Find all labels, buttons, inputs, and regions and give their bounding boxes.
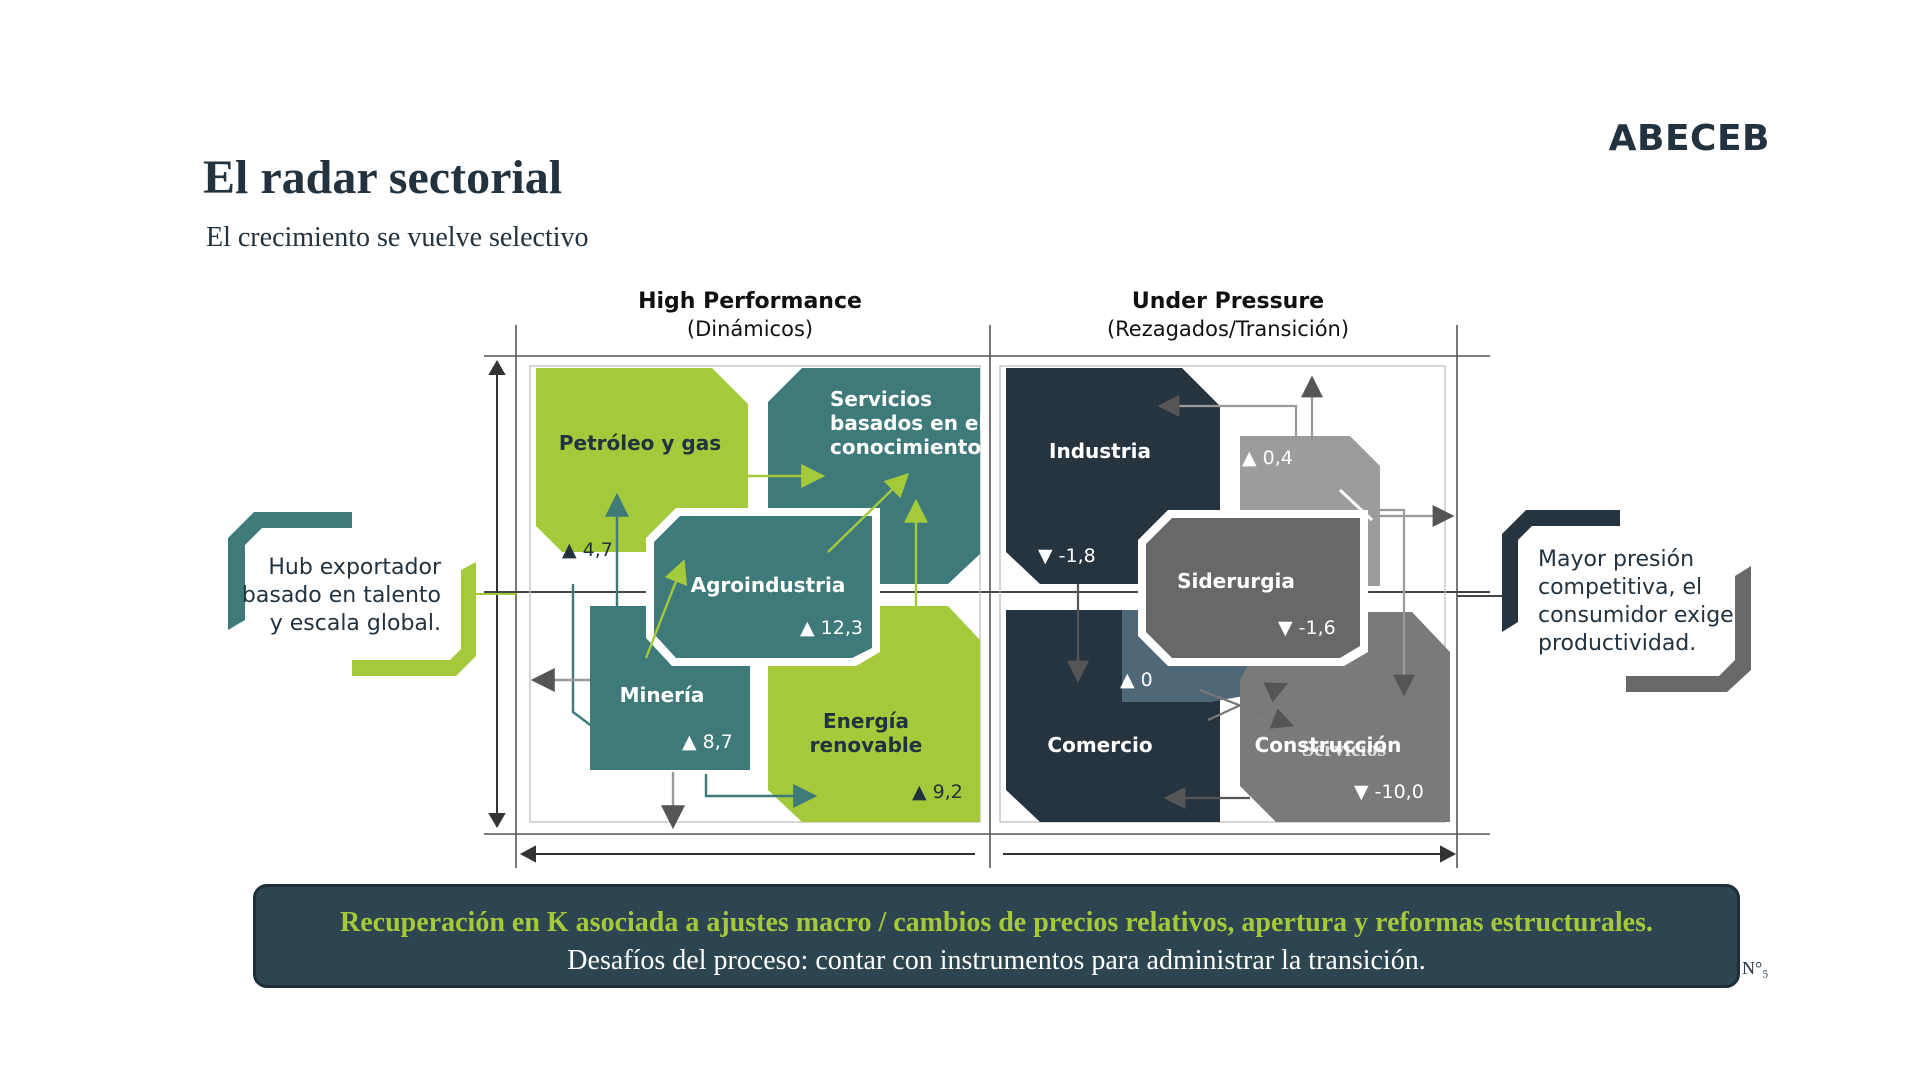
label-energia-2: renovable xyxy=(810,733,923,757)
col-head-under-pressure: Under Pressure xyxy=(1132,289,1324,314)
value-industria: ▼ -1,8 xyxy=(1038,545,1096,567)
label-construccion-overlay: Servicios xyxy=(1302,736,1387,761)
label-servicios-conocimiento-3: conocimiento xyxy=(830,435,981,459)
value-siderurgia: ▼ -1,6 xyxy=(1278,617,1336,639)
banner-subline: Desafíos del proceso: contar con instrum… xyxy=(567,945,1426,976)
label-agroindustria: Agroindustria xyxy=(691,573,846,597)
label-petroleo: Petróleo y gas xyxy=(559,431,721,455)
right-bracket xyxy=(1502,510,1751,692)
label-construccion: Construcción xyxy=(1255,733,1402,757)
brand-logo: ABECEB xyxy=(1608,118,1770,159)
value-mineria: ▲ 8,7 xyxy=(682,731,733,753)
value-agroindustria: ▲ 12,3 xyxy=(800,617,863,639)
right-note-line4: productividad. xyxy=(1538,631,1696,656)
tile-petroleo xyxy=(536,368,748,552)
value-servicios: ▲ 0,4 xyxy=(1242,447,1293,469)
tile-siderurgia xyxy=(1146,518,1360,658)
label-comercio: Comercio xyxy=(1047,733,1152,757)
value-energia: ▲ 9,2 xyxy=(912,781,963,803)
left-arrows xyxy=(530,464,928,830)
col-head-high-performance: High Performance xyxy=(638,289,862,314)
label-industria: Industria xyxy=(1049,439,1151,463)
summary-banner: Recuperación en K asociada a ajustes mac… xyxy=(253,884,1740,988)
right-note-line2: competitiva, el xyxy=(1538,575,1702,600)
right-note-line3: consumidor exige xyxy=(1538,603,1734,628)
page-number: N°₅ xyxy=(1742,958,1769,978)
right-arrows xyxy=(1067,375,1455,809)
tile-agroindustria xyxy=(654,516,872,658)
label-energia-1: Energía xyxy=(823,709,909,733)
value-petroleo: ▲ 4,7 xyxy=(562,539,613,561)
banner-headline: Recuperación en K asociada a ajustes mac… xyxy=(340,907,1653,938)
value-comercio: ▲ 0 xyxy=(1120,669,1153,691)
right-note-line1: Mayor presión xyxy=(1538,547,1694,572)
left-bracket xyxy=(228,512,476,676)
left-note-line2: basado en talento xyxy=(242,583,441,608)
col-head-under-pressure-sub: (Rezagados/Transición) xyxy=(1107,317,1349,341)
label-servicios-conocimiento-1: Servicios xyxy=(830,387,932,411)
page-title: El radar sectorial xyxy=(203,151,563,204)
label-siderurgia: Siderurgia xyxy=(1177,569,1295,593)
left-note-line1: Hub exportador xyxy=(268,555,442,580)
col-head-high-performance-sub: (Dinámicos) xyxy=(687,317,813,341)
value-construccion: ▼ -10,0 xyxy=(1354,781,1424,803)
left-note-line3: y escala global. xyxy=(270,611,441,636)
label-servicios-conocimiento-2: basados en el xyxy=(830,411,985,435)
label-mineria: Minería xyxy=(620,683,705,707)
page-subtitle: El crecimiento se vuelve selectivo xyxy=(206,222,589,253)
